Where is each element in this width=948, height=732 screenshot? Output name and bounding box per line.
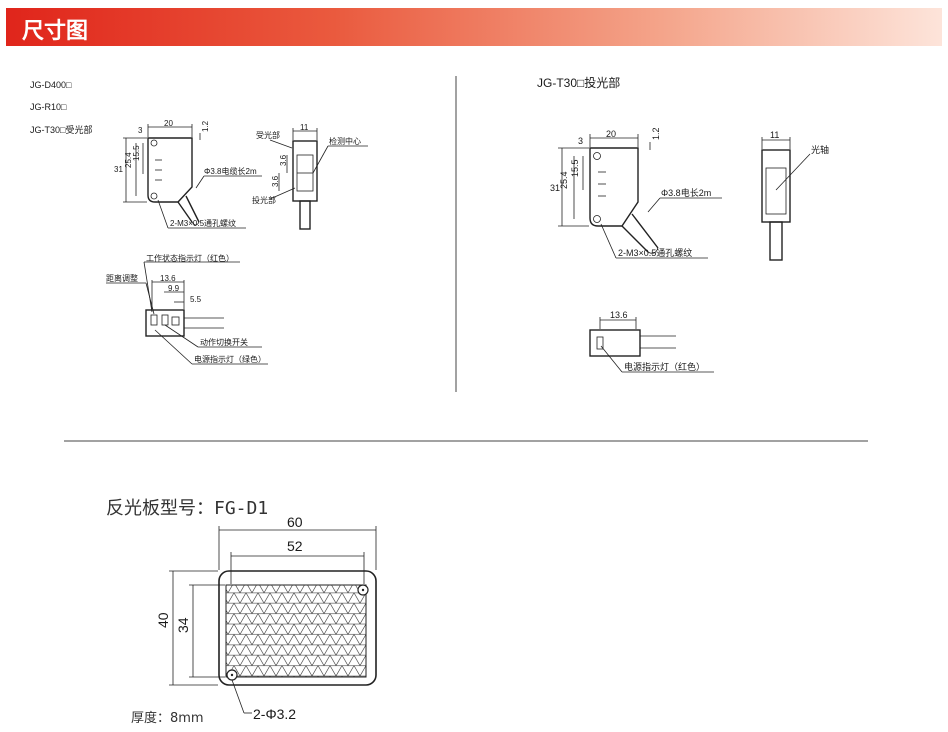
- left-dim-height: 31: [114, 165, 123, 174]
- left-center-label: 检测中心: [329, 136, 361, 146]
- reflector-title: 反光板型号：FG-D1: [106, 498, 268, 519]
- left-power-led-label: 电源指示灯（绿色）: [194, 354, 266, 364]
- left-cable-label: Φ3.8电缆长2m: [204, 166, 257, 176]
- left-work-led-label: 工作状态指示灯（红色）: [146, 253, 234, 263]
- left-dim-hole-spacing: 25.4: [124, 152, 133, 168]
- reflector-inner-width: 52: [287, 538, 303, 554]
- model-label-t30-rx: JG-T30□受光部: [30, 124, 92, 135]
- right-dim-height: 31: [550, 183, 560, 193]
- reflector-outer-width: 60: [287, 514, 303, 530]
- left-rx-label: 受光部: [256, 130, 280, 140]
- left-side-width: 11: [300, 123, 309, 132]
- right-axis-label: 光轴: [811, 144, 829, 155]
- left-dim-left-offset: 3: [138, 126, 143, 135]
- left-side-dim-a: 3.6: [279, 154, 288, 166]
- right-dim-top-offset: 1.2: [651, 127, 661, 140]
- right-dim-left-offset: 3: [578, 136, 583, 146]
- right-cable-label: Φ3.8电长2m: [661, 187, 711, 198]
- left-switch-label: 动作切换开关: [200, 337, 248, 347]
- left-top-d3: 5.5: [190, 295, 202, 304]
- right-thread-label: 2-M3×0.5通孔螺纹: [618, 247, 692, 258]
- left-top-view: 13.6 9.9 5.5 工作状态指示灯（红色） 距离调整 动作切换开关 电源指…: [106, 253, 268, 365]
- right-power-led-label: 电源指示灯（红色）: [624, 361, 705, 372]
- right-top-view: 13.6 电源指示灯（红色）: [589, 310, 714, 373]
- left-side-dim-b: 3.6: [271, 175, 280, 187]
- reflector-drawing: 60 52 40 34 2-Φ3.2: [155, 514, 377, 722]
- right-dim-sub: 15.5: [570, 159, 580, 177]
- right-dim-width: 20: [606, 129, 616, 139]
- section-title: 尺寸图: [22, 19, 89, 44]
- reflector-outer-height: 40: [155, 612, 171, 628]
- right-model-label: JG-T30□投光部: [537, 75, 620, 90]
- left-thread-label: 2-M3×0.5通孔螺纹: [170, 218, 236, 228]
- reflector-holes-label: 2-Φ3.2: [253, 706, 296, 722]
- left-top-d2: 9.9: [168, 284, 180, 293]
- left-tx-label: 投光部: [252, 195, 276, 205]
- model-label-d400: JG-D400□: [30, 80, 72, 90]
- right-dim-hole-spacing: 25.4: [559, 171, 569, 189]
- reflector-inner-height: 34: [175, 617, 191, 633]
- left-dim-width: 20: [164, 119, 173, 128]
- right-top-d1: 13.6: [610, 310, 628, 320]
- section-header: 尺寸图: [6, 8, 942, 46]
- left-dim-top-offset: 1.2: [201, 120, 210, 132]
- right-front-view: 20 3 1.2 31 25.4 15.5 Φ3.8电长2m 2-M3×0.5通…: [550, 127, 722, 259]
- left-front-view: 20 3 1.2 31 25.4 15.5 Φ3.8电缆长2m 2-M3×0.5…: [114, 119, 262, 229]
- left-distance-adj-label: 距离调整: [106, 273, 138, 283]
- reflector-thickness: 厚度：8mm: [131, 710, 204, 726]
- right-side-view: 11 光轴: [761, 130, 829, 261]
- right-side-width: 11: [770, 130, 779, 140]
- model-label-r10: JG-R10□: [30, 102, 67, 112]
- left-top-d1: 13.6: [160, 274, 176, 283]
- left-side-view: 11 受光部 投光部 检测中心 3.6 3.6: [252, 123, 368, 230]
- left-dim-sub: 15.5: [132, 145, 141, 161]
